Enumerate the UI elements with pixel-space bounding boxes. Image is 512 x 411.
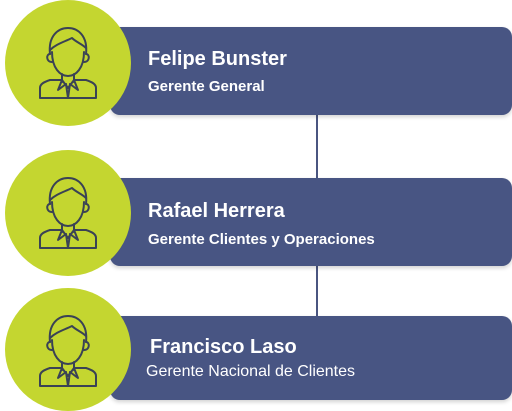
person-card-rafael-herrera: Rafael Herrera Gerente Clientes y Operac… — [110, 178, 512, 266]
person-icon — [39, 177, 97, 249]
avatar — [5, 288, 131, 411]
person-role: Gerente General — [148, 78, 265, 95]
person-icon — [39, 27, 97, 99]
avatar — [5, 0, 131, 126]
person-card-francisco-laso: Francisco Laso Gerente Nacional de Clien… — [110, 316, 512, 400]
connector-line — [316, 262, 318, 318]
person-name: Rafael Herrera — [148, 200, 285, 222]
person-card-felipe-bunster: Felipe Bunster Gerente General — [110, 27, 512, 115]
person-role: Gerente Nacional de Clientes — [146, 363, 356, 380]
person-role: Gerente Clientes y Operaciones — [148, 231, 375, 248]
person-name: Felipe Bunster — [148, 48, 287, 70]
person-name: Francisco Laso — [150, 336, 297, 358]
connector-line — [316, 112, 318, 180]
avatar — [5, 150, 131, 276]
person-icon — [39, 315, 97, 387]
